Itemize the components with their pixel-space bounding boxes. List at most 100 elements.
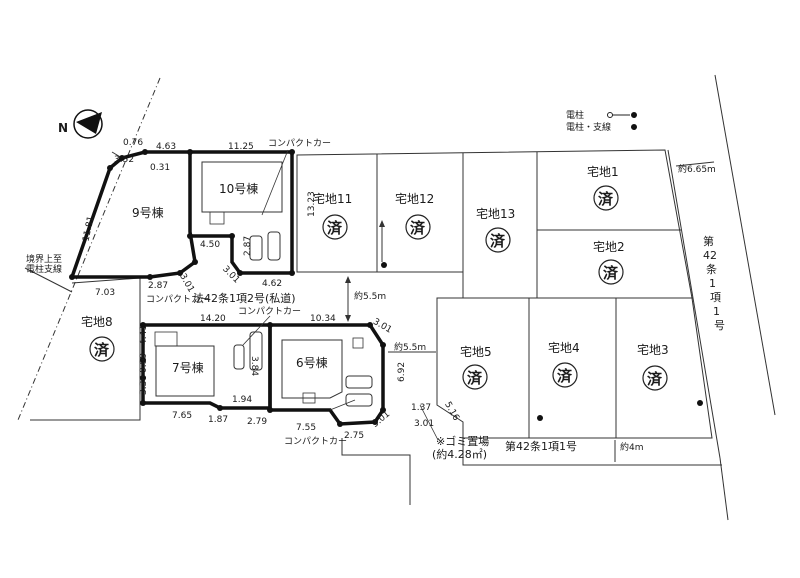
svg-text:0.99: 0.99	[139, 353, 149, 373]
svg-text:14.20: 14.20	[200, 314, 226, 324]
compass-label: N	[58, 121, 68, 135]
building9-label: 9号棟	[132, 205, 164, 220]
bottom-road-label: 第42条1項1号	[505, 439, 577, 453]
lot5-sold-mark: 済	[467, 369, 483, 387]
lot12-sold-mark: 済	[410, 219, 426, 237]
legend-pole-dot	[631, 112, 637, 118]
svg-text:5.16: 5.16	[442, 400, 461, 423]
lot13-sold-mark: 済	[490, 232, 506, 250]
lot8-sold-mark: 済	[94, 341, 110, 359]
svg-text:1.37: 1.37	[411, 403, 431, 413]
svg-text:1: 1	[713, 305, 720, 318]
road-right-edge-inner	[667, 149, 721, 459]
svg-text:1.94: 1.94	[232, 395, 252, 405]
legend-pole-label: 電柱	[566, 109, 584, 121]
svg-text:2.75: 2.75	[344, 431, 364, 441]
car-icon	[249, 331, 263, 371]
svg-text:0.31: 0.31	[150, 163, 170, 173]
road-width-6-65: 約6.65m	[678, 163, 716, 175]
lot3-sold-mark: 済	[647, 370, 663, 388]
svg-text:7.65: 7.65	[172, 411, 192, 421]
svg-text:7.55: 7.55	[296, 423, 316, 433]
legend-pole-stay-label: 電柱・支線	[566, 121, 611, 133]
dimension-labels: 0.76 4.63 11.25 3.52 0.31 11.81 13.23 4.…	[81, 138, 460, 441]
svg-text:7.03: 7.03	[95, 288, 115, 298]
north-compass-icon: N	[58, 109, 103, 139]
road-right-edge-outer	[714, 74, 776, 416]
lot2-label: 宅地2	[593, 239, 625, 254]
legend-pole-marker	[607, 112, 613, 118]
svg-text:3.01: 3.01	[414, 419, 434, 429]
boundary-note-line1: 境界上至	[26, 253, 62, 265]
svg-text:3.01: 3.01	[370, 409, 392, 430]
legend: 電柱 電柱・支線	[566, 109, 637, 133]
svg-text:2.87: 2.87	[148, 281, 168, 291]
lot8-region	[30, 277, 141, 421]
lot3-label: 宅地3	[637, 342, 669, 357]
sold-markers	[89, 185, 668, 391]
boundary-note-line2: 電柱支線	[26, 263, 62, 275]
car-icon	[267, 231, 281, 261]
svg-text:3.36: 3.36	[139, 375, 149, 395]
building6-label: 6号棟	[296, 355, 328, 370]
building7-footprint	[155, 345, 215, 397]
svg-text:2.79: 2.79	[247, 417, 267, 427]
road-width-4: 約4m	[620, 441, 644, 453]
road-width-5-5-private: 約5.5m	[354, 290, 386, 302]
lot8-label: 宅地8	[81, 314, 113, 329]
lot2-sold-mark: 済	[603, 264, 619, 282]
svg-text:42: 42	[703, 249, 717, 262]
svg-text:第: 第	[703, 234, 714, 248]
building10-label: 10号棟	[219, 181, 258, 196]
boundary-note-leader	[24, 267, 73, 293]
svg-text:4.41: 4.41	[139, 325, 149, 345]
svg-text:項: 項	[710, 291, 721, 304]
svg-text:1.87: 1.87	[208, 415, 228, 425]
road-right-edge-lower	[719, 457, 729, 521]
lot12-label: 宅地12	[395, 191, 434, 206]
lot1-label: 宅地1	[587, 164, 619, 179]
building10-footprint	[201, 161, 283, 213]
lot4-label: 宅地4	[548, 340, 580, 355]
width-arrows	[345, 161, 715, 460]
lot5-label: 宅地5	[460, 344, 492, 359]
boundary-dash-line	[17, 77, 161, 421]
private-road-label: 法42条1項2号(私道)	[193, 291, 296, 305]
svg-text:号: 号	[714, 319, 725, 332]
lot13-label: 宅地13	[476, 206, 515, 221]
garbage-area-label: ※ゴミ置場	[436, 434, 489, 448]
car-icon	[249, 235, 263, 261]
svg-text:条: 条	[706, 262, 717, 276]
building9-outline	[69, 150, 197, 279]
svg-text:1: 1	[709, 277, 716, 290]
svg-text:3.84: 3.84	[249, 356, 259, 376]
garbage-area-size: (約4.28㎡)	[432, 447, 487, 461]
svg-text:11.25: 11.25	[228, 142, 254, 152]
building6-footprint	[281, 339, 343, 399]
upper-lot-grid	[296, 149, 693, 299]
boundary-points	[69, 149, 703, 427]
car-icon	[233, 344, 245, 370]
legend-pole-stay-dot	[631, 124, 637, 130]
svg-text:4.50: 4.50	[200, 240, 220, 250]
compact-car-label-b10: コンパクトカー	[268, 138, 331, 149]
car-icon	[345, 375, 373, 389]
svg-text:13.23: 13.23	[307, 191, 317, 217]
building6	[268, 323, 385, 426]
compact-car-label-b6: コンパクトカー	[284, 436, 347, 447]
lot11-sold-mark: 済	[327, 219, 343, 237]
car-icon	[345, 393, 373, 407]
svg-text:3.52: 3.52	[114, 155, 134, 165]
lot11-label: 宅地11	[313, 191, 352, 206]
svg-text:10.34: 10.34	[310, 314, 336, 324]
svg-text:4.62: 4.62	[262, 279, 282, 289]
building10	[190, 149, 294, 275]
svg-text:4.63: 4.63	[156, 142, 176, 152]
svg-text:6.92: 6.92	[397, 362, 407, 382]
road-width-5-5-side: 約5.5m	[394, 341, 426, 353]
lot1-sold-mark: 済	[598, 190, 614, 208]
compact-car-label-b7: コンパクトカー	[238, 306, 301, 317]
svg-text:0.76: 0.76	[123, 138, 143, 148]
